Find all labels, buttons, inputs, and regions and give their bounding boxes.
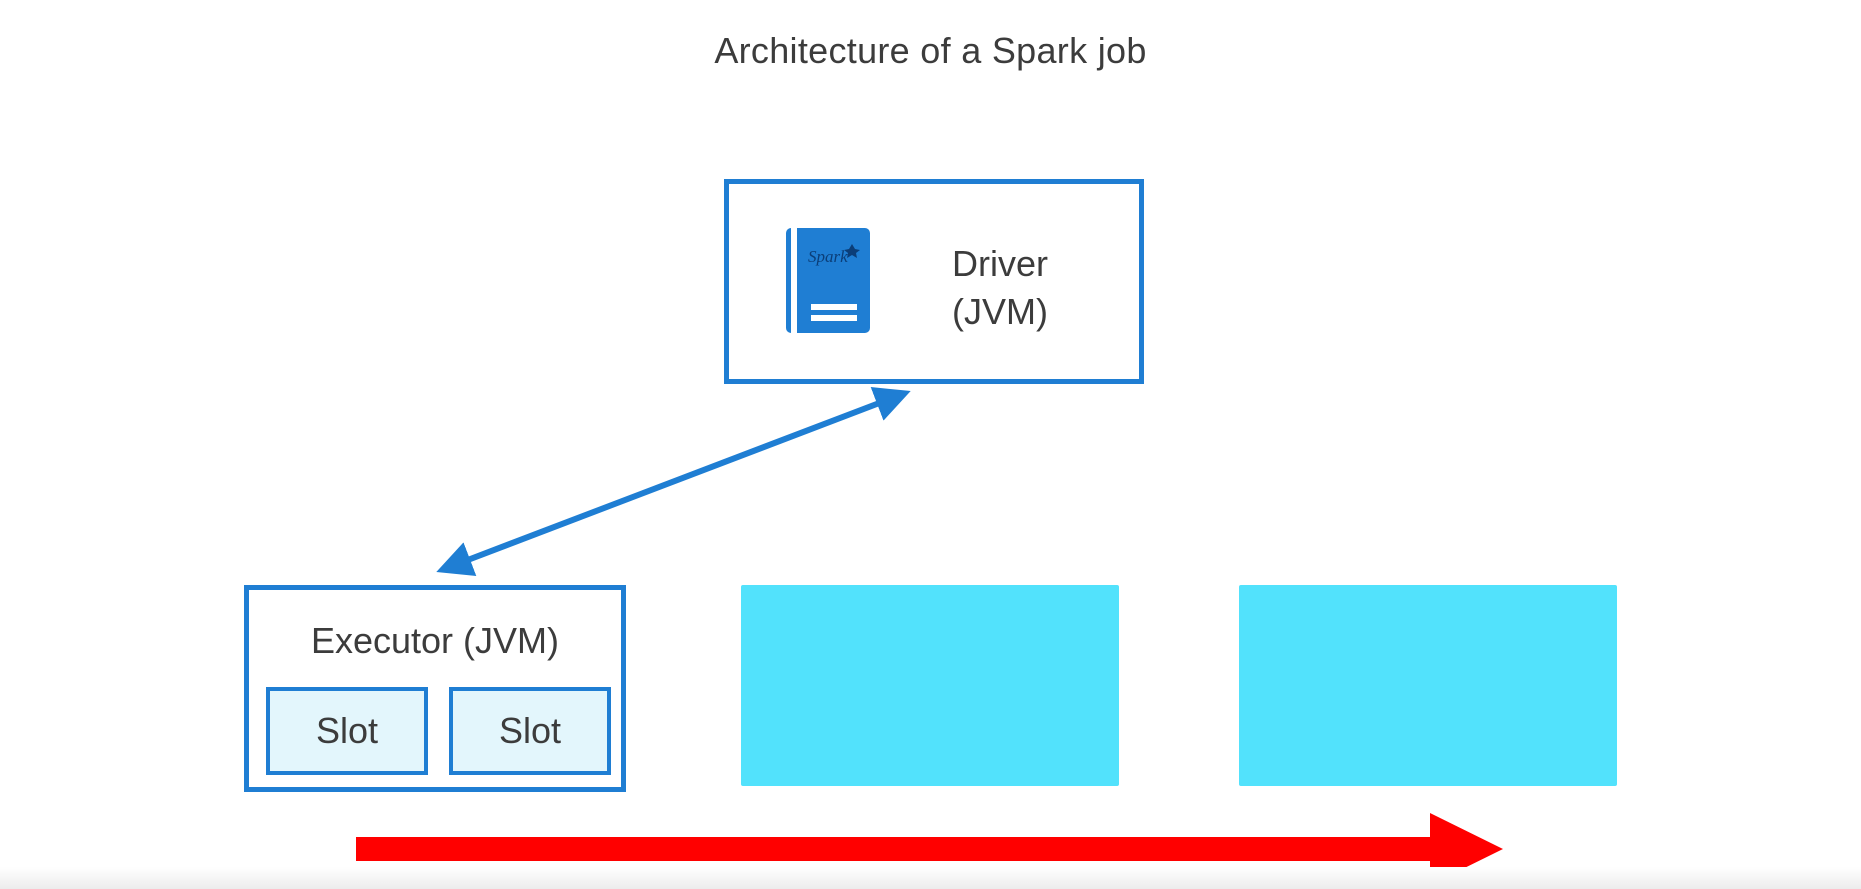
executor-placeholder-3 [1239,585,1617,786]
driver-label: Driver (JVM) [915,240,1085,336]
executor-placeholder-2 [741,585,1119,786]
slot-2: Slot [449,687,611,775]
bottom-shade [0,867,1861,889]
driver-executor-arrow [436,387,911,576]
spark-book-icon: Spark [786,228,870,333]
driver-box: Spark Driver (JVM) [724,179,1144,384]
executor-box: Executor (JVM) Slot Slot [244,585,626,792]
spark-icon-text: Spark [808,247,848,266]
executor-label: Executor (JVM) [310,620,560,661]
driver-label-line2: (JVM) [952,291,1048,332]
slide-title: Architecture of a Spark job [714,30,1147,71]
slot-1: Slot [266,687,428,775]
driver-label-line1: Driver [952,243,1048,284]
